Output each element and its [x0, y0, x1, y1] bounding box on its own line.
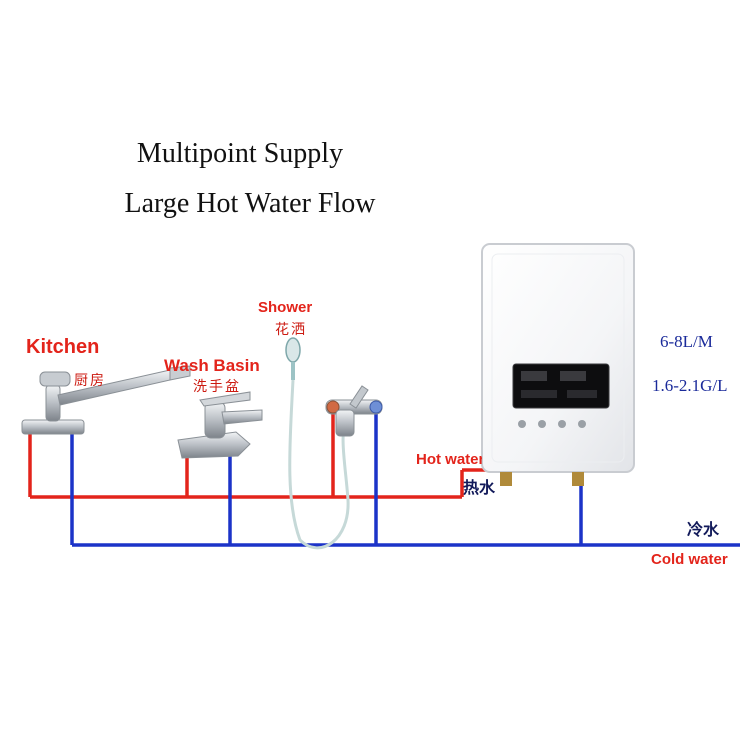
water-heater-unit	[481, 243, 635, 486]
wash-basin-label: Wash Basin	[164, 356, 260, 375]
kitchen-label-cn: 厨房	[74, 372, 106, 388]
title-line-2: Large Hot Water Flow	[124, 188, 376, 219]
cold-water-pipe	[70, 412, 740, 547]
hot-water-label: Hot water	[416, 451, 482, 468]
kitchen-label: Kitchen	[26, 336, 100, 358]
flow-rate-gpm: 1.6-2.1G/L	[652, 376, 728, 395]
kitchen-faucet-icon	[21, 365, 191, 435]
cold-water-label-cn: 冷水	[687, 522, 720, 539]
shower-head-icon	[285, 337, 383, 550]
basin-faucet-icon	[177, 391, 263, 459]
wash-basin-label-cn: 洗手盆	[193, 378, 241, 394]
shower-label: Shower	[258, 299, 313, 316]
cold-water-label: Cold water	[651, 551, 728, 568]
flow-rate-lpm: 6-8L/M	[660, 332, 713, 351]
hot-water-label-cn: 热水	[463, 480, 496, 497]
title-line-1: Multipoint Supply	[136, 138, 344, 169]
shower-label-cn: 花洒	[275, 321, 307, 337]
